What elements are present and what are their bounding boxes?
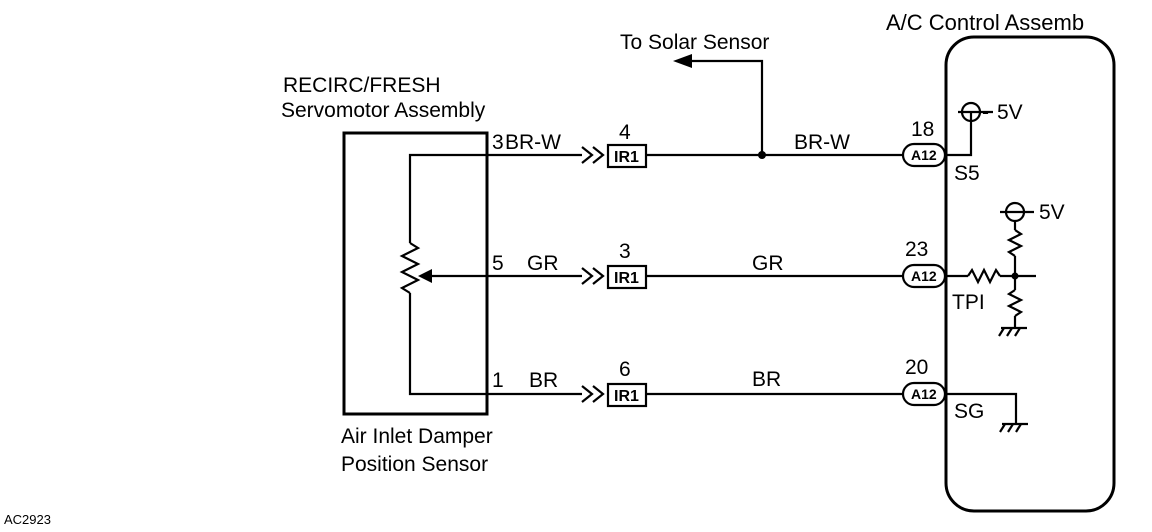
connector-label-1: IR1: [614, 149, 639, 166]
ac-control-box: [944, 35, 1116, 513]
supply-label-top: 5V: [997, 101, 1023, 124]
ecu-pin-1: 18: [911, 118, 934, 141]
servomotor-box: [342, 131, 489, 416]
sensor-label-line1: Air Inlet Damper: [341, 425, 493, 448]
connector-pin-1: 4: [619, 121, 631, 144]
terminal-label-2: TPI: [952, 291, 985, 314]
potentiometer: [399, 153, 582, 396]
ground-icon: [999, 422, 1028, 433]
connector-arrow-icon: [592, 146, 605, 164]
resistor-icon: [1006, 289, 1024, 317]
wire-row-2: 5 GR IR1 3 GR A12 23 TPI: [492, 238, 985, 314]
sensor-color-1: BR-W: [505, 131, 561, 154]
sensor-label-line2: Position Sensor: [341, 453, 488, 476]
wire-row-1: 3 BR-W IR1 4 To Solar Sensor BR-W A12 18…: [492, 31, 980, 185]
sensor-color-2: GR: [527, 252, 559, 275]
ecu-connector-label-1: A12: [911, 147, 937, 163]
resistor-icon: [1006, 229, 1024, 257]
resistor-icon: [967, 267, 1001, 285]
solar-sensor-label: To Solar Sensor: [620, 31, 769, 54]
sensor-pin-1: 3: [492, 131, 504, 154]
wire-color-1: BR-W: [794, 131, 850, 154]
wiper-arrow-icon: [418, 269, 432, 283]
s5-supply-circuit: 5V -: [945, 101, 1023, 157]
ground-icon: [998, 326, 1027, 337]
solar-arrow-icon: [673, 54, 692, 68]
ecu-pin-2: 23: [905, 238, 928, 261]
servo-label-line1: RECIRC/FRESH: [283, 74, 441, 97]
connector-arrow-icon: [581, 385, 594, 403]
ecu-pin-3: 20: [905, 356, 928, 379]
terminal-label-3: SG: [954, 400, 984, 423]
connector-label-3: IR1: [614, 388, 639, 405]
wire-row-3: 1 BR IR1 6 BR A12 20 SG: [492, 356, 984, 423]
sensor-pin-3: 1: [492, 369, 504, 392]
connector-label-2: IR1: [614, 270, 639, 287]
wire-color-3: BR: [752, 368, 781, 391]
sensor-color-3: BR: [529, 369, 558, 392]
tpi-divider-circuit: 5V: [945, 201, 1065, 337]
connector-arrow-icon: [592, 267, 605, 285]
supply-label-mid: 5V: [1039, 201, 1065, 224]
terminal-label-1: S5: [954, 162, 980, 185]
sensor-pin-2: 5: [492, 252, 504, 275]
connector-pin-2: 3: [619, 240, 631, 263]
servo-label-line2: Servomotor Assembly: [281, 99, 486, 122]
ecu-connector-label-2: A12: [911, 268, 937, 284]
connector-arrow-icon: [592, 385, 605, 403]
figure-code: AC2923: [4, 512, 51, 527]
sg-ground-circuit: [945, 392, 1028, 433]
supply-minus-top: -: [982, 101, 989, 124]
ecu-connector-label-3: A12: [911, 386, 937, 402]
ac-control-label: A/C Control Assemb: [886, 10, 1084, 35]
connector-pin-3: 6: [619, 358, 631, 381]
wire-color-2: GR: [752, 252, 784, 275]
connector-arrow-icon: [581, 146, 594, 164]
connector-arrow-icon: [581, 267, 594, 285]
